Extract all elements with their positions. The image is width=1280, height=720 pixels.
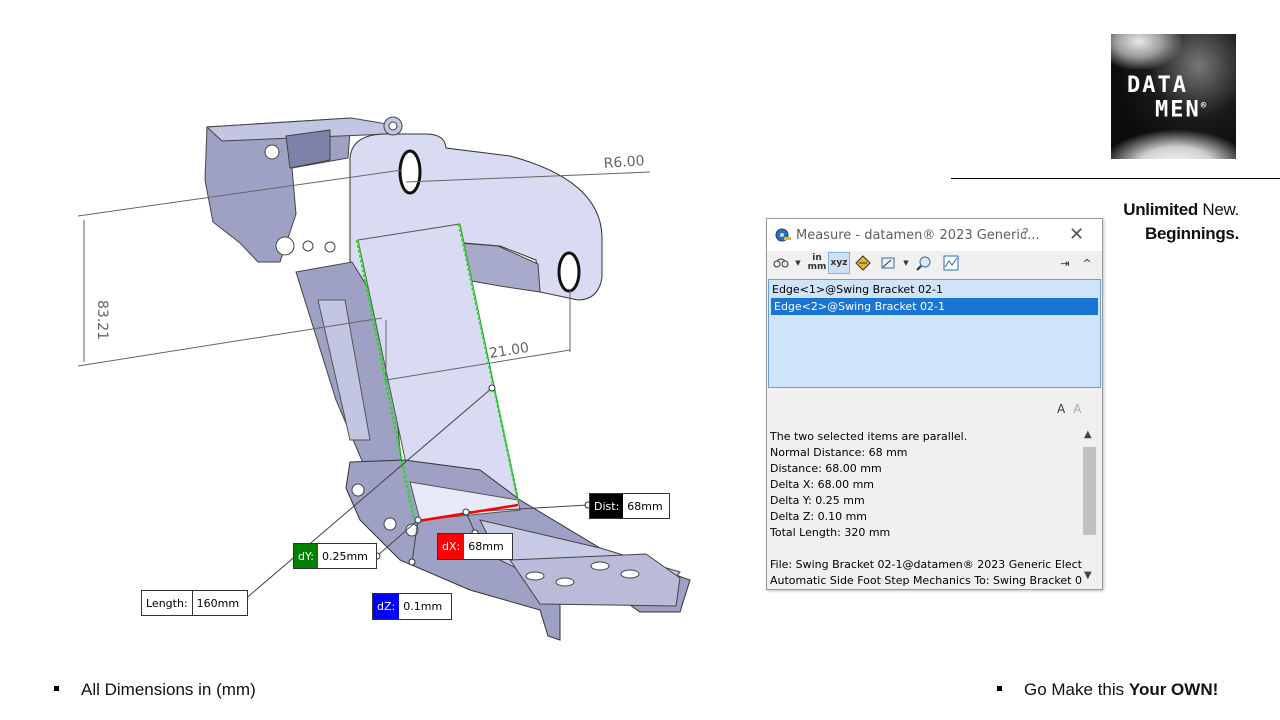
point-to-point-icon (855, 255, 871, 271)
footer-note-right: Go Make this Your OWN! (997, 680, 1218, 700)
measure-history-button[interactable] (914, 252, 934, 274)
increase-font-icon[interactable]: A (1057, 402, 1066, 416)
close-button[interactable]: ✕ (1069, 224, 1085, 245)
point-to-point-button[interactable] (853, 252, 873, 274)
dz-key: dZ: (373, 594, 400, 619)
dx-value: 68mm (468, 540, 504, 553)
dy-value: 0.25mm (321, 549, 368, 563)
decrease-font-icon[interactable]: A (1073, 402, 1082, 416)
cad-model-view: R6.00 83.21 21.00 (77, 116, 691, 641)
units-in-label: in (812, 253, 822, 263)
logo-reg-mark: ® (1200, 101, 1207, 111)
help-button[interactable]: ? (1022, 227, 1029, 242)
measure-tape-icon (775, 228, 791, 242)
result-line: Distance: 68.00 mm (770, 462, 882, 475)
result-line: Normal Distance: 68 mm (770, 446, 908, 459)
footer-note-left: All Dimensions in (mm) (54, 680, 256, 700)
selection-item[interactable]: Edge<1>@Swing Bracket 02-1 (772, 283, 943, 296)
dy-callout: dY: 0.25mm (293, 543, 377, 569)
dimension-lines (77, 169, 651, 602)
scroll-down-icon[interactable]: ▼ (1084, 570, 1092, 581)
length-key: Length: (142, 591, 193, 615)
measure-point (414, 516, 422, 524)
chevron-up-icon: ^ (1082, 256, 1092, 270)
dist-key: Dist: (590, 494, 624, 518)
tagline-bold-1: Unlimited (1123, 200, 1198, 219)
result-line: Automatic Side Foot Step Mechanics To: S… (770, 574, 1093, 587)
footer-right-plain: Go Make this (1024, 680, 1129, 699)
result-line: Total Length: 320 mm (770, 526, 891, 539)
dx-key: dX: (438, 534, 465, 559)
tagline: Unlimited New. Beginnings. (1123, 198, 1239, 246)
measure-history-icon (916, 256, 931, 271)
dim-height-label: 83.21 (94, 300, 110, 340)
projection-dropdown-arrow[interactable]: ▼ (903, 259, 909, 267)
tagline-bold-2: Beginnings. (1145, 224, 1239, 243)
selection-list[interactable]: Edge<1>@Swing Bracket 02-1 Edge<2>@Swing… (768, 279, 1101, 388)
measure-point (408, 558, 416, 566)
result-line: Delta X: 68.00 mm (770, 478, 875, 491)
result-line: Delta Z: 0.10 mm (770, 510, 868, 523)
sensor-button[interactable] (941, 252, 961, 274)
xyz-icon: xyz (830, 258, 848, 268)
bullet-icon (997, 686, 1002, 692)
dist-value: 68mm (627, 499, 663, 513)
measure-point (462, 508, 470, 516)
pin-button[interactable]: ⇥ (1057, 252, 1073, 274)
sensor-icon (943, 255, 959, 271)
dim-width-label: 21.00 (488, 340, 530, 362)
dz-value: 0.1mm (403, 600, 443, 613)
edge-1-highlight (355, 239, 416, 521)
result-line: Delta Y: 0.25 mm (770, 494, 865, 507)
scroll-up-icon[interactable]: ▲ (1084, 429, 1092, 440)
units-precision-button[interactable]: in mm (807, 252, 827, 274)
units-mm-label: mm (807, 262, 827, 272)
pin-icon: ⇥ (1060, 256, 1070, 270)
dim-radius-label: R6.00 (603, 153, 645, 172)
results-scrollbar[interactable]: ▲ ▼ (1082, 429, 1097, 585)
dialog-toolbar: ▼ in mm xyz ▼ ⇥ ^ (767, 252, 1102, 274)
projection-button[interactable] (878, 252, 898, 274)
dx-callout: dX: 68mm (437, 533, 514, 560)
logo-text-line1: DATA (1127, 73, 1188, 98)
result-line: File: Swing Bracket 02-1@datamen® 2023 G… (770, 558, 1096, 571)
result-line: The two selected items are parallel. (770, 430, 968, 443)
show-xyz-button[interactable]: xyz (828, 252, 850, 274)
dialog-title-bar[interactable]: Measure - datamen® 2023 Generic... ? ✕ (767, 219, 1102, 251)
arc-dropdown-arrow[interactable]: ▼ (795, 259, 801, 267)
bracket-part (204, 116, 691, 641)
dist-callout: Dist: 68mm (589, 493, 671, 519)
projection-icon (881, 257, 895, 269)
bullet-icon (54, 686, 59, 692)
datamen-logo: DATA MEN® (1111, 34, 1236, 159)
dialog-title: Measure - datamen® 2023 Generic... (796, 228, 1040, 243)
arc-conditions-button[interactable] (771, 252, 791, 274)
scroll-thumb[interactable] (1083, 447, 1096, 535)
result-line (770, 541, 1080, 557)
length-callout: Length: 160mm (141, 590, 248, 616)
tagline-rest-1: New. (1197, 200, 1239, 219)
measure-results: The two selected items are parallel. Nor… (770, 429, 1096, 589)
length-value: 160mm (196, 596, 240, 610)
logo-text-line2: MEN (1155, 97, 1201, 123)
collapse-button[interactable]: ^ (1079, 252, 1095, 274)
measure-dialog: Measure - datamen® 2023 Generic... ? ✕ ▼… (766, 218, 1103, 590)
dy-key: dY: (294, 544, 318, 568)
footer-left-text: All Dimensions in (mm) (81, 680, 256, 699)
measure-point (488, 384, 496, 392)
header-divider (951, 178, 1280, 179)
dz-callout: dZ: 0.1mm (372, 593, 453, 620)
arc-conditions-icon (773, 258, 789, 268)
selection-item-selected[interactable]: Edge<2>@Swing Bracket 02-1 (771, 298, 1098, 315)
edge-2-highlight (457, 223, 520, 501)
footer-right-bold: Your OWN! (1128, 680, 1219, 699)
